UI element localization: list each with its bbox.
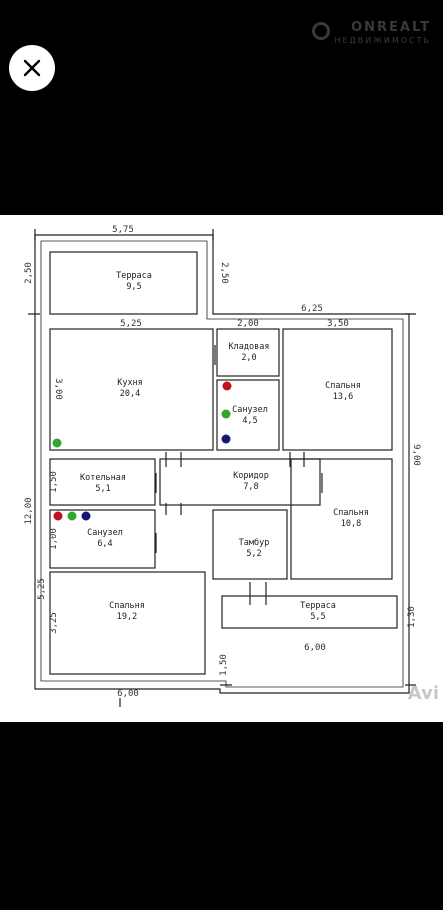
boiler-room [49, 458, 156, 506]
terrace-bottom-name: Терраса [300, 601, 336, 611]
terrace-bottom-room [221, 595, 398, 629]
dim-total-height: 12,00 [24, 497, 34, 524]
kitchen-room [49, 328, 214, 451]
dim-bath2-height: 1,00 [49, 528, 59, 550]
bath1-name: Санузел [232, 405, 268, 415]
avito-watermark: Avi [407, 683, 439, 704]
terrace-bottom-area: 5,5 [310, 612, 325, 622]
dim-top-height-right: 2,50 [219, 262, 229, 284]
bath1-area: 4,5 [242, 416, 257, 426]
floor-plan-drawing: Терраса 9,5 Кухня 20,4 Кладовая 2,0 Сану… [24, 225, 421, 707]
bath2-name: Санузел [87, 528, 123, 538]
watermark-brand: ONREALT [351, 20, 431, 35]
marker-red [53, 511, 63, 521]
dim-boiler-height: 1,50 [49, 471, 59, 493]
terrace-top-name: Терраса [116, 271, 152, 281]
kitchen-name: Кухня [117, 378, 143, 388]
close-button[interactable] [9, 45, 55, 91]
dim-top-height-left: 2,50 [24, 262, 34, 284]
corridor-name: Коридор [233, 471, 269, 481]
dim-top-width: 5,75 [112, 225, 134, 235]
vestibule-name: Тамбур [239, 537, 270, 548]
bedroom3-area: 19,2 [117, 612, 137, 622]
corridor-room [159, 458, 321, 506]
terrace-top-area: 9,5 [126, 282, 141, 292]
marker-blue [81, 511, 91, 521]
bedroom1-room [282, 328, 393, 451]
marker-green [67, 511, 77, 521]
corridor-area: 7,8 [243, 482, 258, 492]
door-mark [155, 345, 323, 605]
marker-green [221, 409, 231, 419]
close-icon [23, 59, 41, 77]
watermark-subtitle: НЕДВИЖИМОСТЬ [334, 36, 431, 45]
dim-kitchen-width: 5,25 [120, 319, 142, 329]
bath2-room [49, 509, 156, 569]
boiler-name: Котельная [80, 473, 126, 483]
marker-green [52, 438, 62, 448]
bedroom2-room [290, 458, 393, 580]
bedroom2-area: 10,8 [341, 519, 361, 529]
dim-bottom-width: 6,00 [117, 689, 139, 699]
dimension-ticks [28, 229, 416, 707]
bath2-area: 6,4 [97, 539, 112, 549]
dim-bedroom3-height: 3,25 [49, 612, 59, 634]
dim-bedroom1-width: 3,50 [327, 319, 349, 329]
bath1-room [216, 379, 280, 451]
bedroom1-name: Спальня [325, 381, 361, 391]
dim-right-height: 9,00 [411, 444, 421, 466]
dim-kitchen-height: 3,00 [53, 378, 63, 400]
marker-blue [221, 434, 231, 444]
vestibule-area: 5,2 [246, 549, 261, 559]
bedroom1-area: 13,6 [333, 392, 353, 402]
dim-terrace-bottom-height: 1,30 [407, 606, 417, 628]
vestibule-room [212, 509, 288, 580]
dim-bottom-right-width: 6,00 [304, 643, 326, 653]
terrace-top-room [49, 251, 198, 315]
boiler-area: 5,1 [95, 484, 110, 494]
bedroom3-room [49, 571, 206, 675]
bedroom3-name: Спальня [109, 601, 145, 611]
pantry-name: Кладовая [229, 342, 270, 352]
watermark: ONREALT НЕДВИЖИМОСТЬ [312, 20, 431, 45]
outer-wall [34, 234, 410, 694]
floor-plan-image: Терраса 9,5 Кухня 20,4 Кладовая 2,0 Сану… [0, 215, 443, 722]
dim-pantry-width: 2,00 [237, 319, 259, 329]
kitchen-area: 20,4 [120, 389, 140, 399]
dim-left-lower: 5,25 [37, 578, 47, 600]
dim-notch-height: 1,50 [219, 654, 229, 676]
outer-wall-inner [40, 240, 404, 688]
bedroom2-name: Спальня [333, 508, 369, 518]
marker-red [222, 381, 232, 391]
onrealt-logo-icon [312, 22, 331, 40]
pantry-room [216, 328, 280, 377]
dim-main-width: 6,25 [301, 304, 323, 314]
pantry-area: 2,0 [241, 353, 256, 363]
